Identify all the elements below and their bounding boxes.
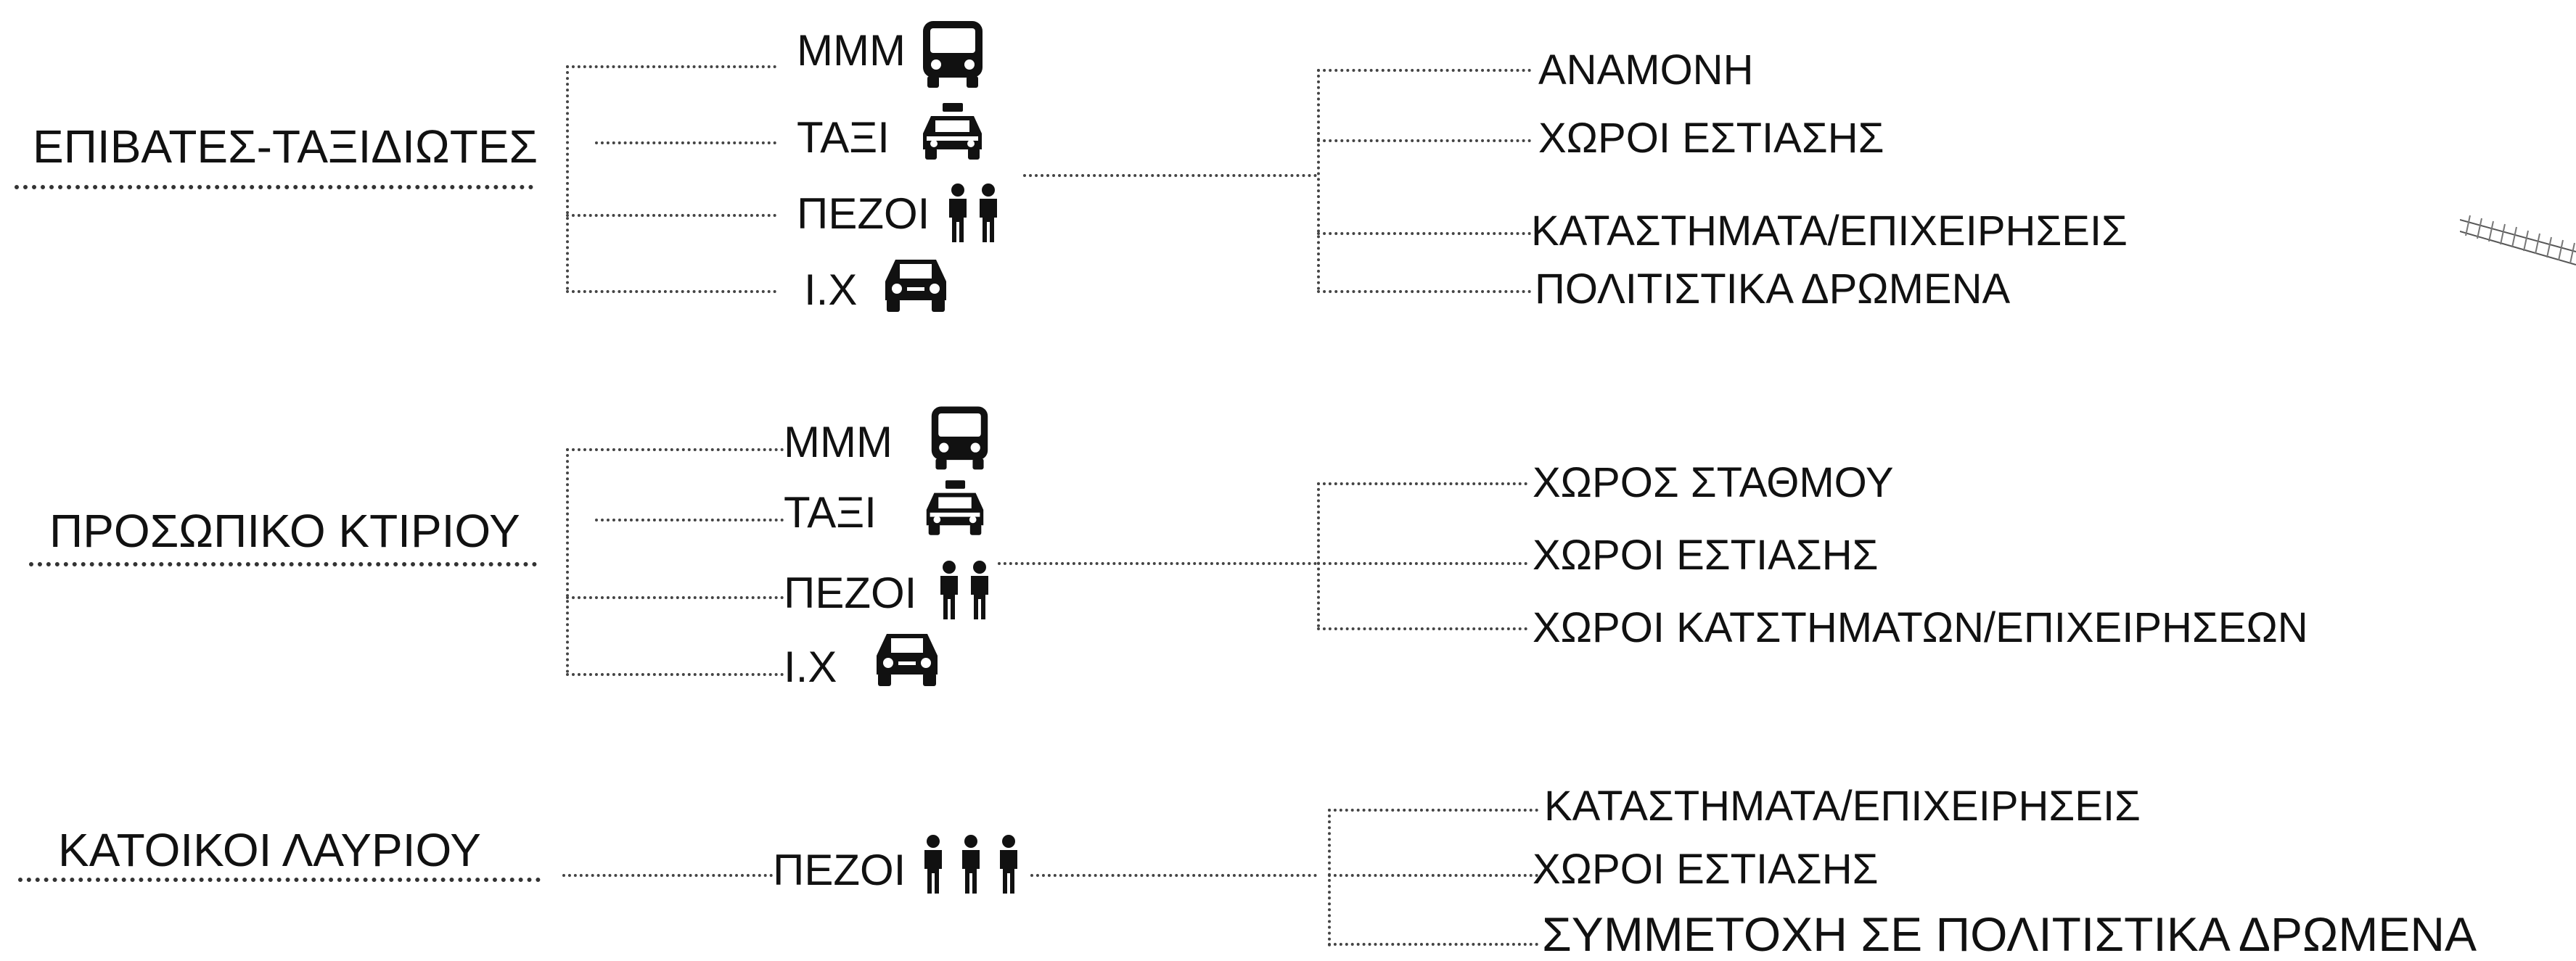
connector [1317,69,1531,72]
mode-label-taxi: ΤΑΞΙ [784,488,877,537]
group-label-underline [18,878,541,882]
bracket-vertical [566,65,569,290]
destination-label: ΧΩΡΟΙ ΕΣΤΙΑΣΗΣ [1533,532,1879,579]
destination-label: ΧΩΡΟΙ ΕΣΤΙΑΣΗΣ [1533,846,1879,893]
mode-label-taxi: ΤΑΞΙ [797,113,890,162]
railway-track-drawing [2460,215,2576,265]
connector [1317,139,1531,142]
destination-label: ΑΝΑΜΟΝΗ [1538,46,1754,94]
pedestrians-icon [949,183,997,242]
mode-label-car: Ι.Χ [804,265,858,314]
connector [1328,874,1538,877]
destination-bracket [1317,482,1320,627]
destination-bracket [1328,809,1331,946]
mode-label-pedestrians: ΠΕΖΟΙ [797,189,930,238]
taxi-icon [923,103,982,160]
car-icon [885,260,946,312]
destination-bracket [1317,69,1320,290]
connector [566,65,776,68]
trunk-connector [1030,874,1317,877]
group-label-underline [15,185,533,189]
connector [595,519,784,521]
connector [1317,232,1531,235]
connector [566,290,776,293]
car-icon [877,634,938,686]
trunk-connector [1023,174,1317,177]
trunk-connector [998,562,1317,565]
connector [1317,290,1531,293]
mode-label-pedestrians: ΠΕΖΟΙ [784,569,917,617]
mode-label-car: Ι.Χ [784,643,837,691]
connector [1328,809,1538,812]
connector [566,214,776,217]
connector [566,673,784,676]
connector [566,448,784,451]
connector [562,874,773,877]
mode-label-mmm: ΜΜΜ [797,26,906,75]
destination-label: ΧΩΡΟΣ ΣΤΑΘΜΟΥ [1533,459,1894,506]
three-pedestrians-icon [924,835,1017,894]
destination-label: ΠΟΛΙΤΙΣΤΙΚΑ ΔΡΩΜΕΝΑ [1535,265,2011,313]
destination-label: ΧΩΡΟΙ ΕΣΤΙΑΣΗΣ [1538,115,1884,162]
connector [566,596,784,599]
group-label-lavrio-residents: ΚΑΤΟΙΚΟΙ ΛΑΥΡΙΟΥ [58,824,481,876]
pedestrians-icon [940,561,988,619]
destination-label: ΣΥΜΜΕΤΟΧΗ ΣΕ ΠΟΛΙΤΙΣΤΙΚΑ ΔΡΩΜΕΝΑ [1542,907,2477,961]
connector [595,141,776,144]
destination-label: ΚΑΤΑΣΤΗΜΑΤΑ/ΕΠΙΧΕΙΡΗΣΕΙΣ [1531,207,2128,255]
taxi-icon [926,480,984,535]
connector [1317,482,1527,485]
group-label-building-staff: ΠΡΟΣΩΠΙΚΟ ΚΤΙΡΙΟΥ [49,505,520,557]
destination-label: ΧΩΡΟΙ ΚΑΤΣΤΗΜΑΤΩΝ/ΕΠΙΧΕΙΡΗΣΕΩΝ [1533,604,2308,651]
connector [1317,627,1527,630]
group-label-underline [29,562,537,566]
bracket-vertical [566,448,569,673]
connector [1317,562,1527,565]
connector [1328,943,1538,946]
bus-icon [931,406,988,470]
mode-label-pedestrians: ΠΕΖΟΙ [773,846,906,894]
group-label-passengers: ΕΠΙΒΑΤΕΣ-ΤΑΞΙΔΙΩΤΕΣ [33,120,538,173]
bus-icon [923,21,983,88]
mode-label-mmm: ΜΜΜ [784,418,893,466]
destination-label: ΚΑΤΑΣΤΗΜΑΤΑ/ΕΠΙΧΕΙΡΗΣΕΙΣ [1544,783,2141,830]
